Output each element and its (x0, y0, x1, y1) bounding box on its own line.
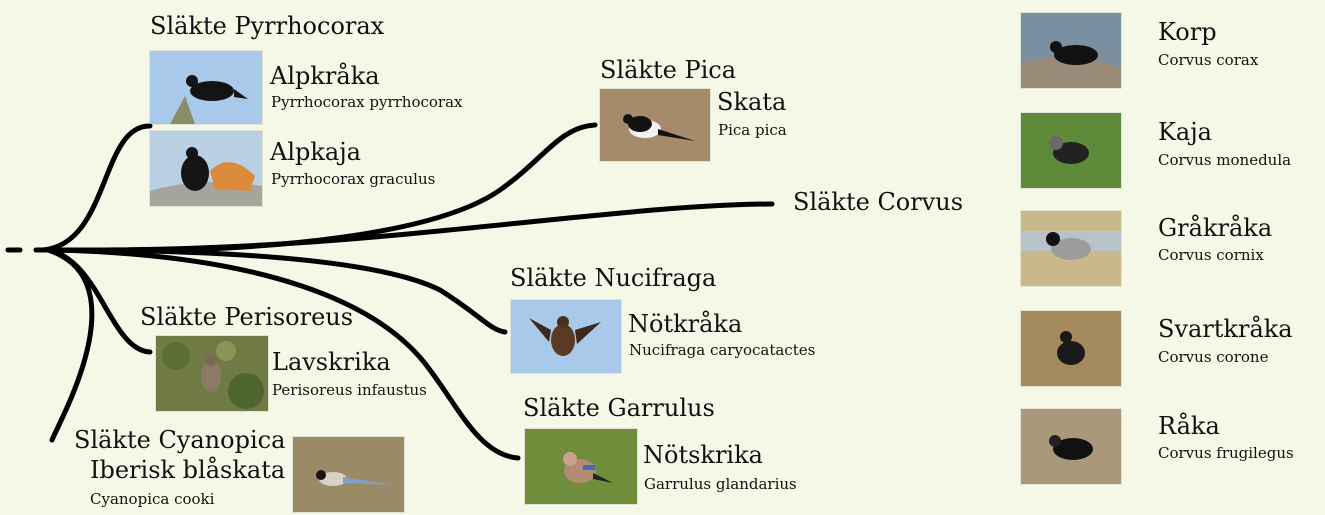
branch-cyanopica (48, 250, 92, 440)
lavskrika-photo (155, 335, 269, 412)
genus-label-nucifraga: Släkte Nucifraga (510, 266, 716, 290)
species-common-notskrika: Nötskrika (643, 443, 763, 467)
species-scientific-skata: Pica pica (718, 123, 787, 138)
species-scientific-notkraka: Nucifraga caryocatactes (629, 343, 815, 358)
species-common-lavskrika: Lavskrika (272, 350, 391, 374)
branch-perisoreus (48, 250, 150, 352)
corvus-common-grakraka: Gråkråka (1158, 216, 1272, 240)
genus-label-pyrrhocorax: Släkte Pyrrhocorax (150, 14, 384, 38)
species-common-alpkaja: Alpkaja (270, 140, 361, 164)
raka-photo (1020, 408, 1122, 485)
corvus-scientific-kaja: Corvus monedula (1158, 153, 1291, 168)
species-scientific-alpkaja: Pyrrhocorax graculus (271, 172, 435, 187)
corvus-scientific-svartkraka: Corvus corone (1158, 350, 1268, 365)
iberisk-bla-skata-photo (292, 436, 405, 513)
skata-photo (599, 88, 711, 162)
notkraka-photo (510, 299, 622, 374)
corvus-scientific-grakraka: Corvus cornix (1158, 248, 1264, 263)
species-common-iberisk: Iberisk blåskata (90, 458, 285, 482)
alpkaja-photo (149, 130, 263, 207)
genus-label-perisoreus: Släkte Perisoreus (140, 305, 353, 329)
species-scientific-lavskrika: Perisoreus infaustus (272, 383, 427, 398)
notskrika-photo (524, 428, 638, 505)
branch-corvus (55, 204, 772, 250)
species-common-notkraka: Nötkråka (628, 312, 742, 336)
genus-label-garrulus: Släkte Garrulus (523, 396, 715, 420)
genus-label-corvus: Släkte Corvus (793, 190, 963, 214)
corvus-common-kaja: Kaja (1158, 120, 1212, 144)
species-scientific-notskrika: Garrulus glandarius (644, 477, 797, 492)
corvus-common-raka: Råka (1158, 414, 1220, 438)
species-common-skata: Skata (717, 90, 786, 114)
species-scientific-iberisk: Cyanopica cooki (90, 492, 214, 507)
grakraka-photo (1020, 210, 1122, 287)
corvus-scientific-raka: Corvus frugilegus (1158, 446, 1294, 461)
kaja-photo (1020, 112, 1122, 189)
species-scientific-alpkraka: Pyrrhocorax pyrrhocorax (271, 95, 462, 110)
corvus-common-svartkraka: Svartkråka (1158, 317, 1293, 341)
species-common-alpkraka: Alpkråka (270, 64, 380, 88)
korp-photo (1020, 12, 1122, 89)
branch-pyrrhocorax (42, 126, 150, 250)
corvus-common-korp: Korp (1158, 20, 1217, 44)
svartkraka-photo (1020, 310, 1122, 387)
corvus-scientific-korp: Corvus corax (1158, 53, 1258, 68)
genus-label-pica: Släkte Pica (600, 58, 736, 82)
alpkraka-photo (149, 50, 263, 125)
genus-label-cyanopica: Släkte Cyanopica (74, 428, 285, 452)
